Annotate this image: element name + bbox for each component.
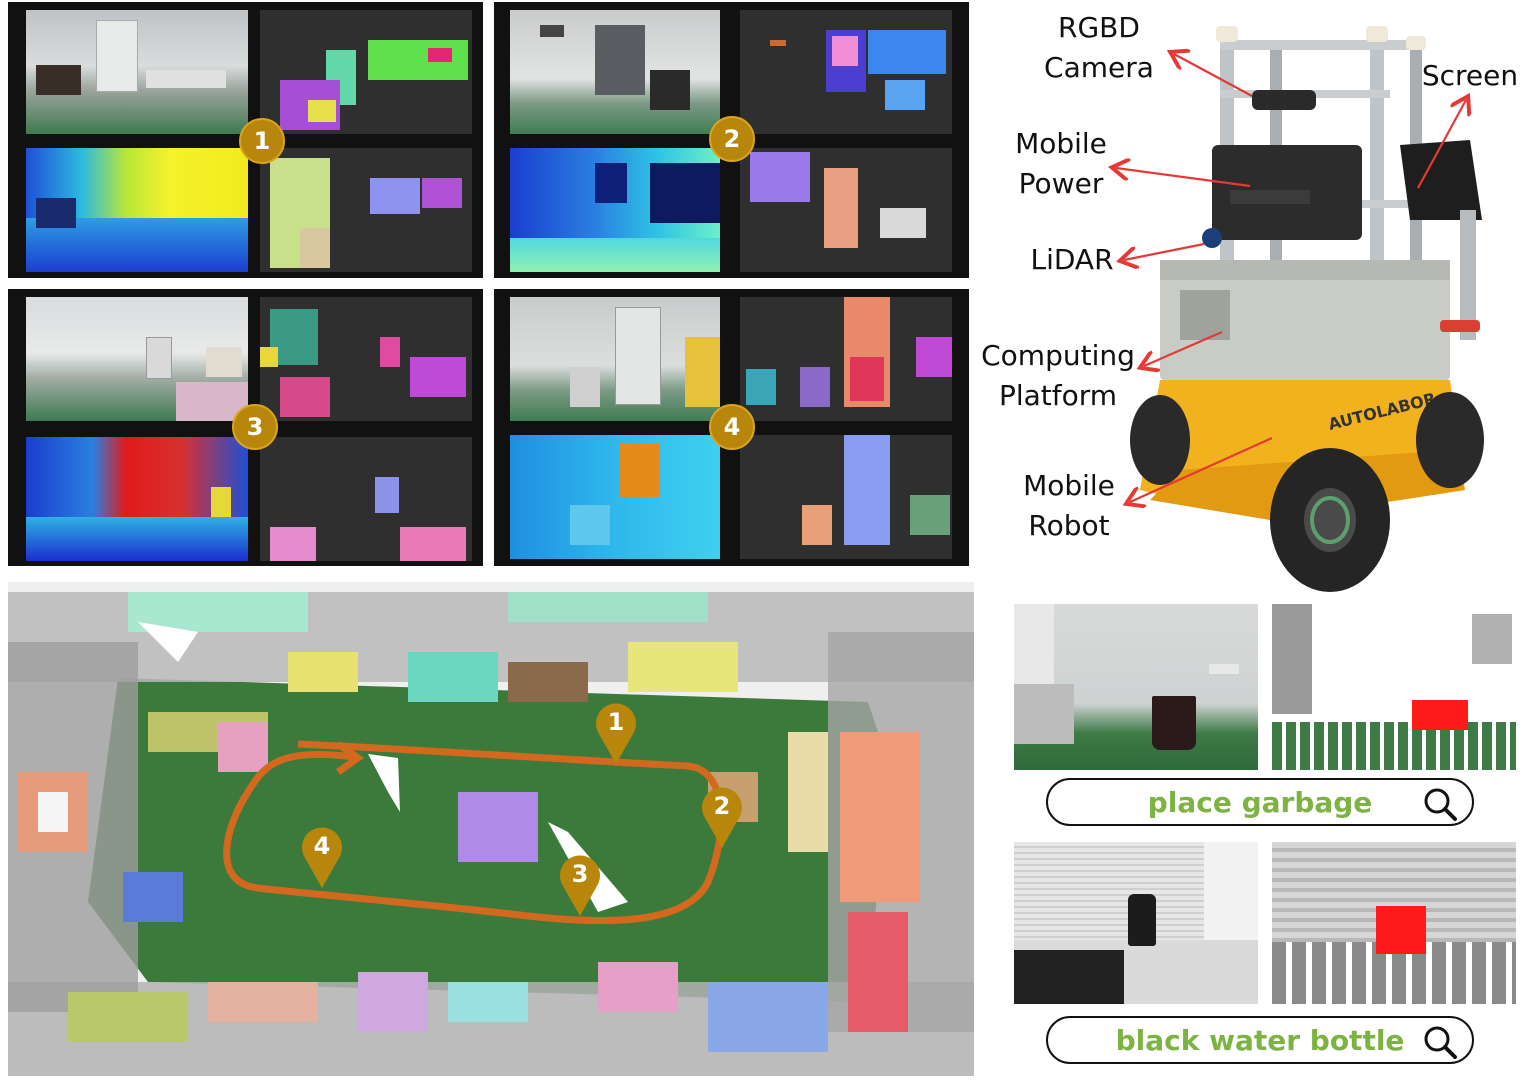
viewpoint-badge: 4 [709,404,755,450]
projected-semantic-image [260,437,472,561]
arrow-rgbd [1174,54,1253,97]
arrow-mobile-robot [1130,436,1273,502]
highlight-bottle [1376,906,1426,954]
rgbd-camera-icon [1252,90,1316,110]
viewpoint-badge: 3 [232,404,278,450]
search-icon [1424,1026,1457,1059]
semantic-map: 1 2 3 4 [8,582,974,1076]
computing-platform-icon [1160,260,1450,380]
robot-illustration: AUTOLABOR [1130,26,1484,592]
query-1-pointcloud [1272,604,1516,770]
projected-semantic-image [740,435,952,559]
center-object [458,792,538,862]
garbage-bin [1152,696,1196,750]
projected-semantic-image [260,148,472,272]
semantic-image [260,297,472,421]
arrow-lidar [1124,242,1205,260]
query-2-rgb-image [1014,842,1258,1004]
viewpoint-badge: 1 [239,118,285,164]
viewpoint-panel-1: 1 [8,2,483,278]
callout-rgbd-camera: RGBD [1058,11,1140,44]
rgb-image [510,297,720,421]
map-marker-1: 1 [594,702,638,766]
rgb-image [26,10,248,134]
query-2-pointcloud [1272,842,1516,1004]
highlight-garbage [1412,700,1468,730]
search-icon [1424,788,1457,821]
callout-arrows [0,0,1536,600]
query-box-2[interactable]: black water bottle [1046,1016,1474,1064]
arrow-screen [1417,100,1466,189]
rgb-image [510,10,720,134]
viewpoint-badge: 2 [709,116,755,162]
depth-image [510,148,720,272]
map-marker-4: 4 [300,826,344,890]
semantic-image [740,297,952,421]
viewpoint-panel-4: 4 [494,289,969,566]
query-1-rgb-image [1014,604,1258,770]
screen-icon [1400,140,1482,220]
query-text-1: place garbage [1147,785,1373,819]
depth-image [26,148,248,272]
query-text-2: black water bottle [1115,1023,1405,1057]
callout-screen: Screen [1421,59,1519,92]
arrow-mobile-power [1116,168,1251,188]
map-marker-3: 3 [558,854,602,918]
semantic-image [740,10,952,134]
depth-image [26,437,248,561]
callout-rgbd-camera-2: Camera [1044,51,1154,84]
map-marker-2: 2 [700,786,744,850]
semantic-image [260,10,472,134]
depth-image [510,435,720,559]
water-bottle [1128,894,1156,946]
viewpoint-panel-3: 3 [8,289,483,566]
arrow-computing [1144,330,1223,366]
viewpoint-panel-2: 2 [494,2,969,278]
callout-lidar: LiDAR [1030,243,1114,276]
rgb-image [26,297,248,421]
query-box-1[interactable]: place garbage [1046,778,1474,826]
robot-trajectory [223,740,725,925]
lidar-icon [1202,228,1222,248]
projected-semantic-image [740,148,952,272]
